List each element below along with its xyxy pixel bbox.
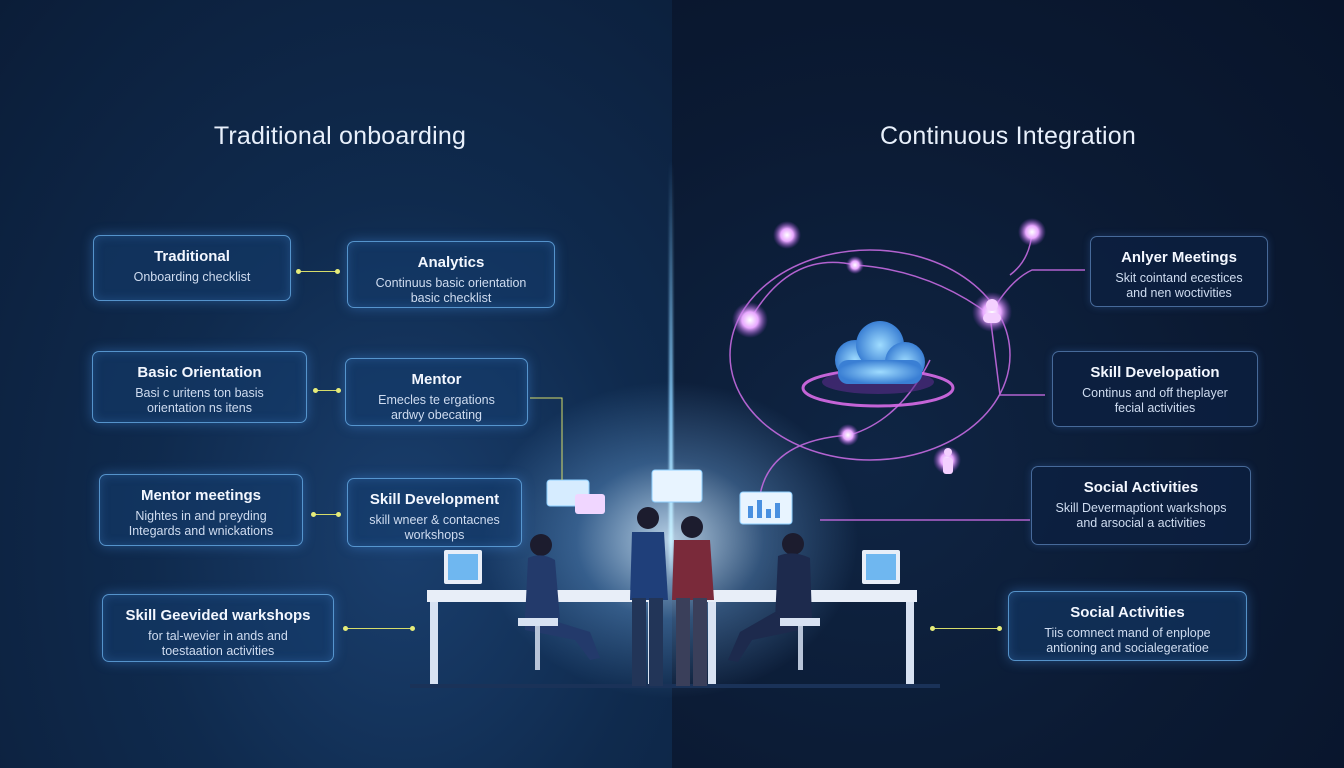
card-mentor: Mentor Emecles te ergations ardwy obecat…: [345, 358, 528, 426]
card-basic-orientation: Basic Orientation Basi c uritens ton bas…: [92, 351, 307, 423]
card-analytics: Analytics Continuus basic orientation ba…: [347, 241, 555, 308]
card-line: antioning and socialegeratioe: [1046, 641, 1209, 655]
card-line: Continus and off theplayer: [1082, 386, 1228, 400]
person-seated-right: [728, 533, 820, 670]
person-standing-left: [630, 507, 668, 686]
connector: [313, 388, 341, 393]
title-traditional-onboarding: Traditional onboarding: [213, 122, 467, 150]
card-title: Skill Developation: [1090, 364, 1220, 381]
card-title: Social Activities: [1070, 604, 1185, 621]
card-skill-workshops: Skill Geevided warkshops for tal-wevier …: [102, 594, 334, 662]
person-standing-right: [672, 516, 714, 686]
card-title: Skill Geevided warkshops: [125, 607, 311, 624]
card-title: Analytics: [417, 254, 485, 271]
person-seated-left: [518, 534, 600, 670]
card-social-activities-2: Social Activities Tiis comnect mand of e…: [1008, 591, 1247, 661]
card-line: and arsocial a activities: [1076, 516, 1206, 530]
card-line: orientation ns itens: [147, 401, 252, 415]
card-line: basic checklist: [410, 291, 492, 305]
card-line: Emecles te ergations: [378, 393, 495, 407]
card-title: Mentor meetings: [140, 487, 261, 504]
card-line: Skit cointand ecestices: [1115, 271, 1243, 285]
laptop-icon: [444, 550, 900, 584]
card-line: Nightes in and preyding: [135, 509, 267, 523]
card-title: Traditional: [154, 248, 230, 265]
card-anlyer-meetings: Anlyer Meetings Skit cointand ecestices …: [1090, 236, 1268, 307]
card-skill-developation: Skill Developation Continus and off thep…: [1052, 351, 1258, 427]
card-skill-development: Skill Development skill wneer & contacne…: [347, 478, 522, 547]
card-title: Social Activities: [1083, 479, 1199, 496]
connector: [296, 269, 340, 274]
card-title: Mentor: [411, 371, 462, 388]
card-line: Tiis comnect mand of enplope: [1044, 626, 1211, 640]
card-mentor-meetings: Mentor meetings Nightes in and preyding …: [99, 474, 303, 546]
card-line: Basi c uritens ton basis: [135, 386, 264, 400]
floor-line: [410, 684, 940, 688]
card-traditional: Traditional Onboarding checklist: [93, 235, 291, 301]
connector: [311, 512, 341, 517]
cloud-icon: [801, 321, 955, 408]
card-title: Anlyer Meetings: [1121, 249, 1237, 266]
card-line: fecial activities: [1114, 401, 1196, 415]
connector-vertical: [530, 397, 563, 480]
card-line: ardwy obecating: [390, 408, 483, 422]
title-continuous-integration: Continuous Integration: [880, 122, 1136, 150]
card-line: Skill Devermaptiont warkshops: [1055, 501, 1227, 515]
connector: [930, 626, 1002, 631]
card-title: Basic Orientation: [137, 364, 262, 381]
chat-icon: [546, 469, 703, 514]
chart-icon: [739, 491, 793, 525]
connector: [343, 626, 415, 631]
center-divider: [669, 160, 673, 580]
card-line: toestaation activities: [161, 644, 275, 658]
network-links: [729, 231, 1085, 521]
card-line: skill wneer & contacnes: [369, 513, 500, 527]
card-line: Integards and wnickations: [128, 524, 274, 538]
card-line: and nen woctivities: [1126, 286, 1232, 300]
card-title: Skill Development: [369, 491, 500, 508]
card-line: Continuus basic orientation: [375, 276, 527, 290]
card-line: workshops: [404, 528, 465, 542]
card-line: for tal-wevier in ands and: [148, 629, 288, 643]
card-line: Onboarding checklist: [133, 270, 251, 284]
person-icon: [943, 299, 1001, 474]
card-social-activities-1: Social Activities Skill Devermaptiont wa…: [1031, 466, 1251, 545]
